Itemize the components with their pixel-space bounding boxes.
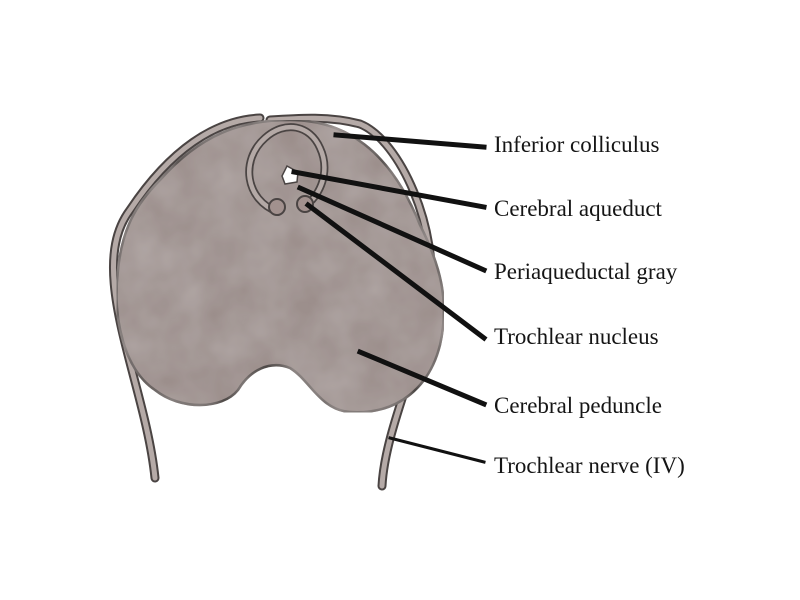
periaqueductal-gray: [245, 123, 329, 216]
leader-lines: [291, 132, 488, 464]
label-trochlear-nucleus: Trochlear nucleus: [494, 324, 659, 349]
leader-cerebral-peduncle: [356, 348, 488, 408]
leader-trochlear-nerve: [388, 436, 486, 464]
leader-trochlear-nucleus: [304, 201, 488, 342]
label-periaqueductal-gray: Periaqueductal gray: [494, 259, 678, 284]
midbrain-tissue: [115, 118, 446, 414]
trochlear-nucleus-left: [268, 198, 286, 216]
leader-cerebral-aqueduct: [291, 169, 487, 210]
label-inferior-colliculus: Inferior colliculus: [494, 132, 660, 157]
label-cerebral-peduncle: Cerebral peduncle: [494, 393, 662, 418]
label-trochlear-nerve: Trochlear nerve (IV): [494, 453, 685, 478]
leader-periaqueductal-gray: [296, 184, 488, 274]
label-cerebral-aqueduct: Cerebral aqueduct: [494, 196, 662, 221]
leader-inferior-colliculus: [333, 132, 487, 150]
